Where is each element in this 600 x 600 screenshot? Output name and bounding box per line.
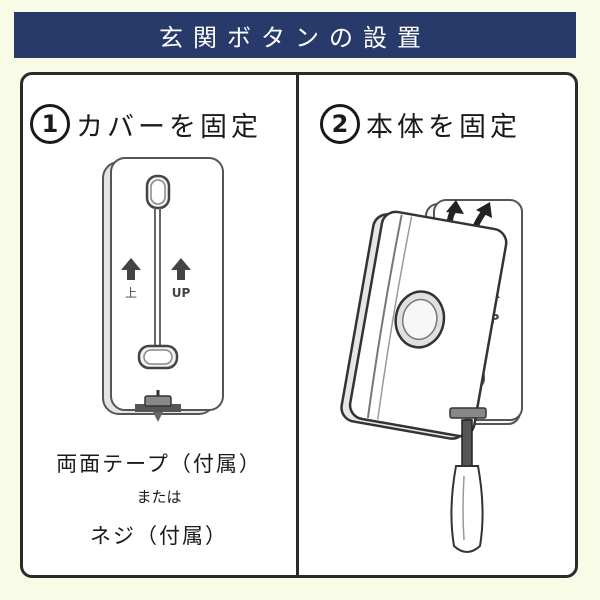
screwdriver-icon (450, 419, 484, 553)
panel-divider (296, 72, 299, 578)
up-arrow-icon (121, 258, 141, 280)
up-label-en: UP (172, 286, 191, 300)
step1-number: 1 (30, 104, 70, 144)
header-title: 玄関ボタンの設置 (159, 23, 431, 52)
up-label-jp: 上 (125, 286, 137, 300)
mount-option-or: または (136, 488, 182, 506)
up-arrow-icon (171, 258, 191, 280)
screw-icon (135, 390, 181, 422)
step2-number: 2 (320, 104, 360, 144)
step1-title: カバーを固定 (76, 111, 262, 143)
header-banner: 玄関ボタンの設置 (14, 12, 576, 58)
body-mount-illustration: UP (340, 199, 523, 553)
step2-title: 本体を固定 (366, 111, 521, 143)
step2-heading: 2 本体を固定 (320, 104, 521, 144)
mount-option-tape: 両面テープ（付属） (56, 452, 262, 476)
step1-heading: 1 カバーを固定 (30, 104, 262, 144)
mount-option-screw: ネジ（付属） (90, 524, 228, 548)
cover-plate-illustration: 上 UP (102, 157, 224, 422)
